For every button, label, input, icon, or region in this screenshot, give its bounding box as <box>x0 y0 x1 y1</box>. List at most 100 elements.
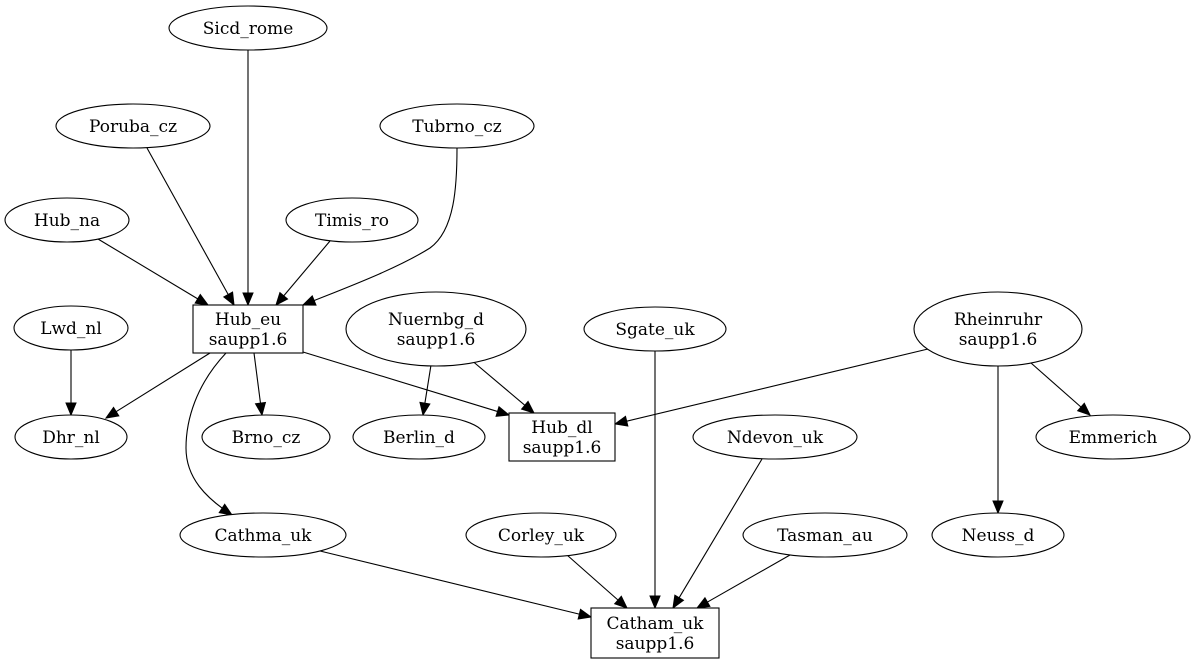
edge-timis_ro-to-hub_eu <box>275 240 331 306</box>
edge-hub_na-to-hub_eu <box>97 238 210 306</box>
node-sgate-uk[interactable]: Sgate_uk <box>583 306 727 352</box>
edge-hub_eu-to-cathma_uk <box>185 352 234 516</box>
node-ellipse <box>352 414 486 460</box>
edge-hub_eu-to-cathma_uk-arrowhead <box>218 503 234 516</box>
edge-cathma_uk-to-catham_uk-arrowhead <box>577 608 593 620</box>
edge-nuernbg_d-to-hub_dl-arrowhead <box>520 400 535 414</box>
edge-hub_eu-to-cathma_uk-line <box>185 352 233 516</box>
edge-rheinruhr-to-emmerich-line <box>1030 362 1083 409</box>
edge-lwd_nl-to-dhr_nl <box>65 350 77 417</box>
node-ndevon-uk[interactable]: Ndevon_uk <box>692 414 858 460</box>
edge-rheinruhr-to-hub_dl <box>613 348 929 427</box>
node-label: Sicd_rome <box>203 19 294 39</box>
edge-hub_eu-to-hub_dl-line <box>302 351 500 413</box>
edge-timis_ro-to-hub_eu-arrowhead <box>275 291 289 306</box>
edge-poruba_cz-to-hub_eu-line <box>146 147 230 297</box>
edge-nuernbg_d-to-berlin_d-arrowhead <box>419 401 431 417</box>
edge-tasman_au-to-catham_uk-line <box>705 554 791 604</box>
node-emmerich[interactable]: Emmerich <box>1035 414 1191 460</box>
node-ellipse <box>179 512 347 558</box>
node-corley-uk[interactable]: Corley_uk <box>465 512 617 558</box>
node-box <box>508 412 616 462</box>
node-label: Hub_na <box>34 211 100 231</box>
edges-layer <box>65 50 1091 620</box>
node-lwd-nl[interactable]: Lwd_nl <box>13 305 129 351</box>
node-label: Lwd_nl <box>40 319 102 339</box>
node-brno-cz[interactable]: Brno_cz <box>201 414 331 460</box>
node-sublabel: saupp1.6 <box>959 330 1038 350</box>
node-cathma-uk[interactable]: Cathma_uk <box>179 512 347 558</box>
edge-tubrno_cz-to-hub_eu-arrowhead <box>301 294 317 306</box>
node-sicd-rome[interactable]: Sicd_rome <box>168 5 328 51</box>
node-tasman-au[interactable]: Tasman_au <box>742 512 908 558</box>
node-label: Poruba_cz <box>89 117 177 137</box>
edge-rheinruhr-to-emmerich <box>1030 362 1091 416</box>
edge-sgate_uk-to-catham_uk-arrowhead <box>649 595 661 610</box>
edge-nuernbg_d-to-hub_dl-line <box>469 358 527 407</box>
node-label: Berlin_d <box>383 428 455 448</box>
edge-timis_ro-to-hub_eu-line <box>282 240 331 298</box>
node-ellipse <box>1035 414 1191 460</box>
node-label: Timis_ro <box>315 211 389 231</box>
edge-hub_eu-to-brno_cz-arrowhead <box>254 401 267 417</box>
edge-lwd_nl-to-dhr_nl-arrowhead <box>65 402 77 417</box>
node-label: Tubrno_cz <box>412 117 502 137</box>
node-ellipse <box>583 306 727 352</box>
edge-rheinruhr-to-neuss_d <box>992 366 1004 515</box>
edge-rheinruhr-to-hub_dl-arrowhead <box>613 415 629 427</box>
node-sublabel: saupp1.6 <box>397 330 476 350</box>
node-label: Tasman_au <box>777 526 873 546</box>
edge-corley_uk-to-catham_uk <box>566 554 628 609</box>
node-ellipse <box>913 291 1083 367</box>
node-label: Hub_dl <box>531 418 592 438</box>
edge-tubrno_cz-to-hub_eu-line <box>302 147 458 306</box>
node-hub-na[interactable]: Hub_na <box>4 197 130 243</box>
edge-tasman_au-to-catham_uk <box>695 554 791 609</box>
node-label: Hub_eu <box>215 310 281 330</box>
node-dhr-nl[interactable]: Dhr_nl <box>14 414 128 460</box>
node-berlin-d[interactable]: Berlin_d <box>352 414 486 460</box>
edge-tubrno_cz-to-hub_eu <box>301 147 458 306</box>
node-box <box>192 304 304 354</box>
node-label: Nuernbg_d <box>388 310 484 330</box>
edge-ndevon_uk-to-catham_uk <box>672 458 763 610</box>
node-label: Catham_uk <box>607 614 705 634</box>
edge-tasman_au-to-catham_uk-arrowhead <box>695 596 711 609</box>
edge-hub_eu-to-brno_cz-line <box>253 352 262 406</box>
node-neuss-d[interactable]: Neuss_d <box>931 512 1065 558</box>
edge-cathma_uk-to-catham_uk-line <box>319 550 582 616</box>
node-ellipse <box>14 414 128 460</box>
node-tubrno-cz[interactable]: Tubrno_cz <box>379 103 535 149</box>
node-sublabel: saupp1.6 <box>209 330 288 350</box>
edge-rheinruhr-to-hub_dl-line <box>624 348 929 423</box>
node-timis-ro[interactable]: Timis_ro <box>285 197 419 243</box>
edge-hub_eu-to-hub_dl-arrowhead <box>495 405 511 417</box>
node-ellipse <box>4 197 130 243</box>
node-poruba-cz[interactable]: Poruba_cz <box>55 103 211 149</box>
edge-cathma_uk-to-catham_uk <box>319 550 593 620</box>
node-label: Neuss_d <box>962 526 1035 546</box>
edge-rheinruhr-to-emmerich-arrowhead <box>1076 402 1091 416</box>
node-ellipse <box>55 103 211 149</box>
edge-hub_eu-to-brno_cz <box>253 352 267 417</box>
node-label: Corley_uk <box>498 526 585 546</box>
node-ellipse <box>285 197 419 243</box>
node-label: Rheinruhr <box>954 310 1043 330</box>
edge-sgate_uk-to-catham_uk <box>649 351 661 610</box>
node-sublabel: saupp1.6 <box>523 438 602 458</box>
node-label: Emmerich <box>1069 428 1158 448</box>
edge-sicd_rome-to-hub_eu-arrowhead <box>242 292 254 307</box>
node-ellipse <box>379 103 535 149</box>
edge-sicd_rome-to-hub_eu <box>242 50 254 307</box>
edge-nuernbg_d-to-berlin_d <box>419 364 432 417</box>
edge-ndevon_uk-to-catham_uk-line <box>677 458 763 600</box>
node-ellipse <box>465 512 617 558</box>
edge-poruba_cz-to-hub_eu <box>146 147 235 307</box>
node-label: Dhr_nl <box>42 428 100 448</box>
